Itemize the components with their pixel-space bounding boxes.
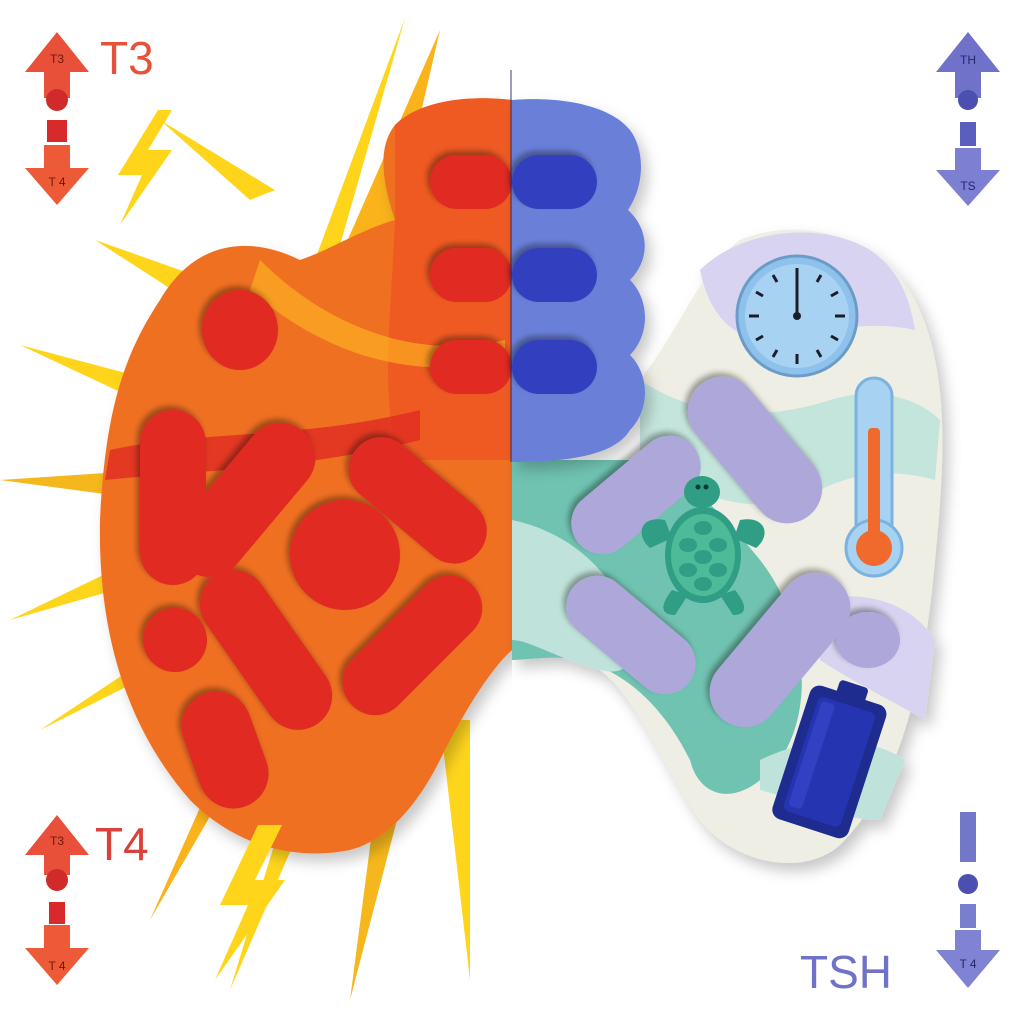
hyper-cells xyxy=(140,155,512,809)
cell-round xyxy=(290,500,400,610)
arrow-divider xyxy=(47,120,67,142)
up-arrow-icon xyxy=(936,32,1000,98)
arrow-down-label: TS xyxy=(960,179,975,193)
cell-pill xyxy=(512,340,597,394)
thermometer-icon xyxy=(844,376,904,578)
up-arrow-icon xyxy=(25,32,89,98)
hypo-cells xyxy=(566,376,900,728)
arrow-down-label: T 4 xyxy=(959,957,976,971)
turtle-icon xyxy=(641,476,765,615)
cell-oval xyxy=(836,612,900,668)
cell-pill xyxy=(566,575,696,695)
arrow-dot xyxy=(46,89,68,111)
cell-pill xyxy=(342,575,483,716)
arrow-divider xyxy=(49,902,65,924)
arrow-divider xyxy=(960,122,976,146)
cell-pill xyxy=(430,155,512,209)
arrow-up-label: T3 xyxy=(50,834,64,848)
cell-pill xyxy=(512,155,597,209)
cell-pill xyxy=(348,437,487,564)
down-arrow-icon xyxy=(25,145,89,205)
low-battery-icon xyxy=(772,680,887,839)
cell-pill xyxy=(181,691,269,809)
cell-pill xyxy=(571,435,701,555)
arrow-dot xyxy=(958,90,978,110)
spark-ray xyxy=(160,120,275,200)
arrow-divider xyxy=(960,812,976,862)
top-left-title: T3 xyxy=(100,32,154,84)
down-arrow-icon xyxy=(936,930,1000,988)
cell-pill xyxy=(430,340,512,394)
cell-pill xyxy=(709,572,851,728)
hypo-isthmus-cells xyxy=(512,155,597,394)
down-arrow-icon xyxy=(936,148,1000,206)
arrow-down-label: T 4 xyxy=(48,175,65,189)
bottom-right-title: TSH xyxy=(800,946,892,998)
arrow-up-label: TH xyxy=(960,53,976,67)
arrow-dot xyxy=(958,874,978,894)
arrow-dot xyxy=(46,869,68,891)
arrow-down-label: T 4 xyxy=(48,959,65,973)
lightning-bolt-icon xyxy=(215,825,285,980)
lightning-bolt-icon xyxy=(118,110,172,225)
spark-ray xyxy=(350,770,410,1000)
cell-pill xyxy=(430,248,512,302)
arrow-divider xyxy=(960,904,976,928)
cell-pill xyxy=(174,422,316,578)
spark-ray xyxy=(300,18,405,300)
up-arrow-icon xyxy=(25,815,89,875)
cell-pill xyxy=(687,376,823,524)
spark-ray xyxy=(440,720,470,980)
cell-pill xyxy=(512,248,597,302)
clock-icon xyxy=(735,254,859,378)
cell-oval xyxy=(202,290,278,370)
top-left-indicator: T3 T 4 T3 xyxy=(25,32,154,205)
down-arrow-icon xyxy=(25,925,89,985)
cell-pill xyxy=(199,570,333,730)
cell-round xyxy=(143,608,207,672)
top-right-indicator: TH TS xyxy=(936,32,1000,206)
bottom-right-indicator: T 4 TSH xyxy=(800,812,1000,998)
arrow-up-label: T3 xyxy=(50,52,64,66)
bottom-left-indicator: T3 T 4 T4 xyxy=(25,815,149,985)
bottom-left-title: T4 xyxy=(95,818,149,870)
